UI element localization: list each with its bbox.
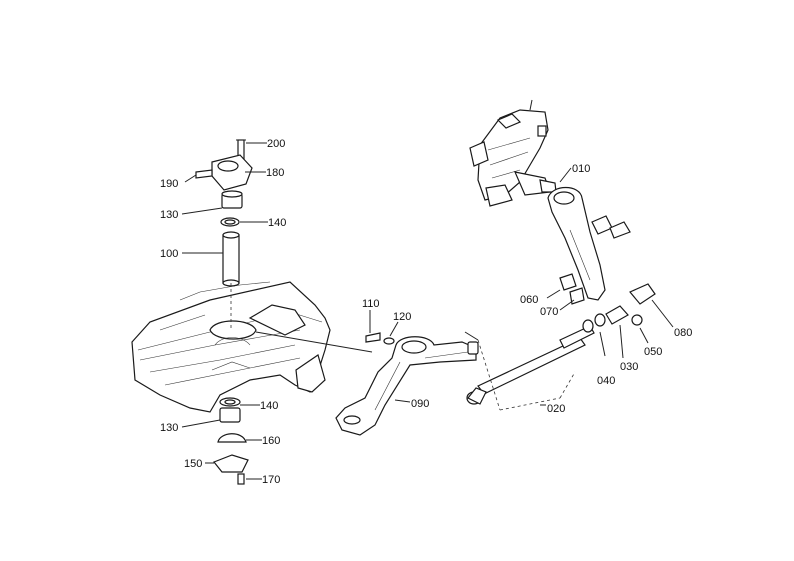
callout-080: 080 (674, 327, 692, 339)
callout-010: 010 (572, 163, 590, 175)
callout-130-lower: 130 (160, 422, 178, 434)
steering-gearbox (469, 99, 557, 207)
callout-050: 050 (644, 346, 662, 358)
callout-100: 100 (160, 248, 178, 260)
callout-180: 180 (266, 167, 284, 179)
bolt-washer (365, 332, 395, 345)
callout-030: 030 (620, 361, 638, 373)
callout-140-lower: 140 (260, 400, 278, 412)
leader-lines (181, 142, 674, 480)
nut-and-pin (559, 273, 585, 305)
callout-190: 190 (160, 178, 178, 190)
callout-090: 090 (411, 398, 429, 410)
callout-labels: 010 020 030 040 050 060 070 080 090 100 … (160, 138, 692, 486)
kingpin-stack (195, 139, 253, 485)
callout-020: 020 (547, 403, 565, 415)
callout-040: 040 (597, 375, 615, 387)
tie-rod (464, 325, 595, 411)
axle-housing (131, 281, 331, 413)
joint-hardware (582, 283, 656, 333)
callout-120: 120 (393, 311, 411, 323)
knuckle-arm (335, 336, 479, 436)
callout-110: 110 (362, 298, 380, 310)
callout-140-upper: 140 (268, 217, 286, 229)
callout-130-upper: 130 (160, 209, 178, 221)
callout-170: 170 (262, 474, 280, 486)
callout-070: 070 (540, 306, 558, 318)
callout-200: 200 (267, 138, 285, 150)
callout-060: 060 (520, 294, 538, 306)
callout-150: 150 (184, 458, 202, 470)
callout-160: 160 (262, 435, 280, 447)
pitman-arm (547, 186, 631, 301)
